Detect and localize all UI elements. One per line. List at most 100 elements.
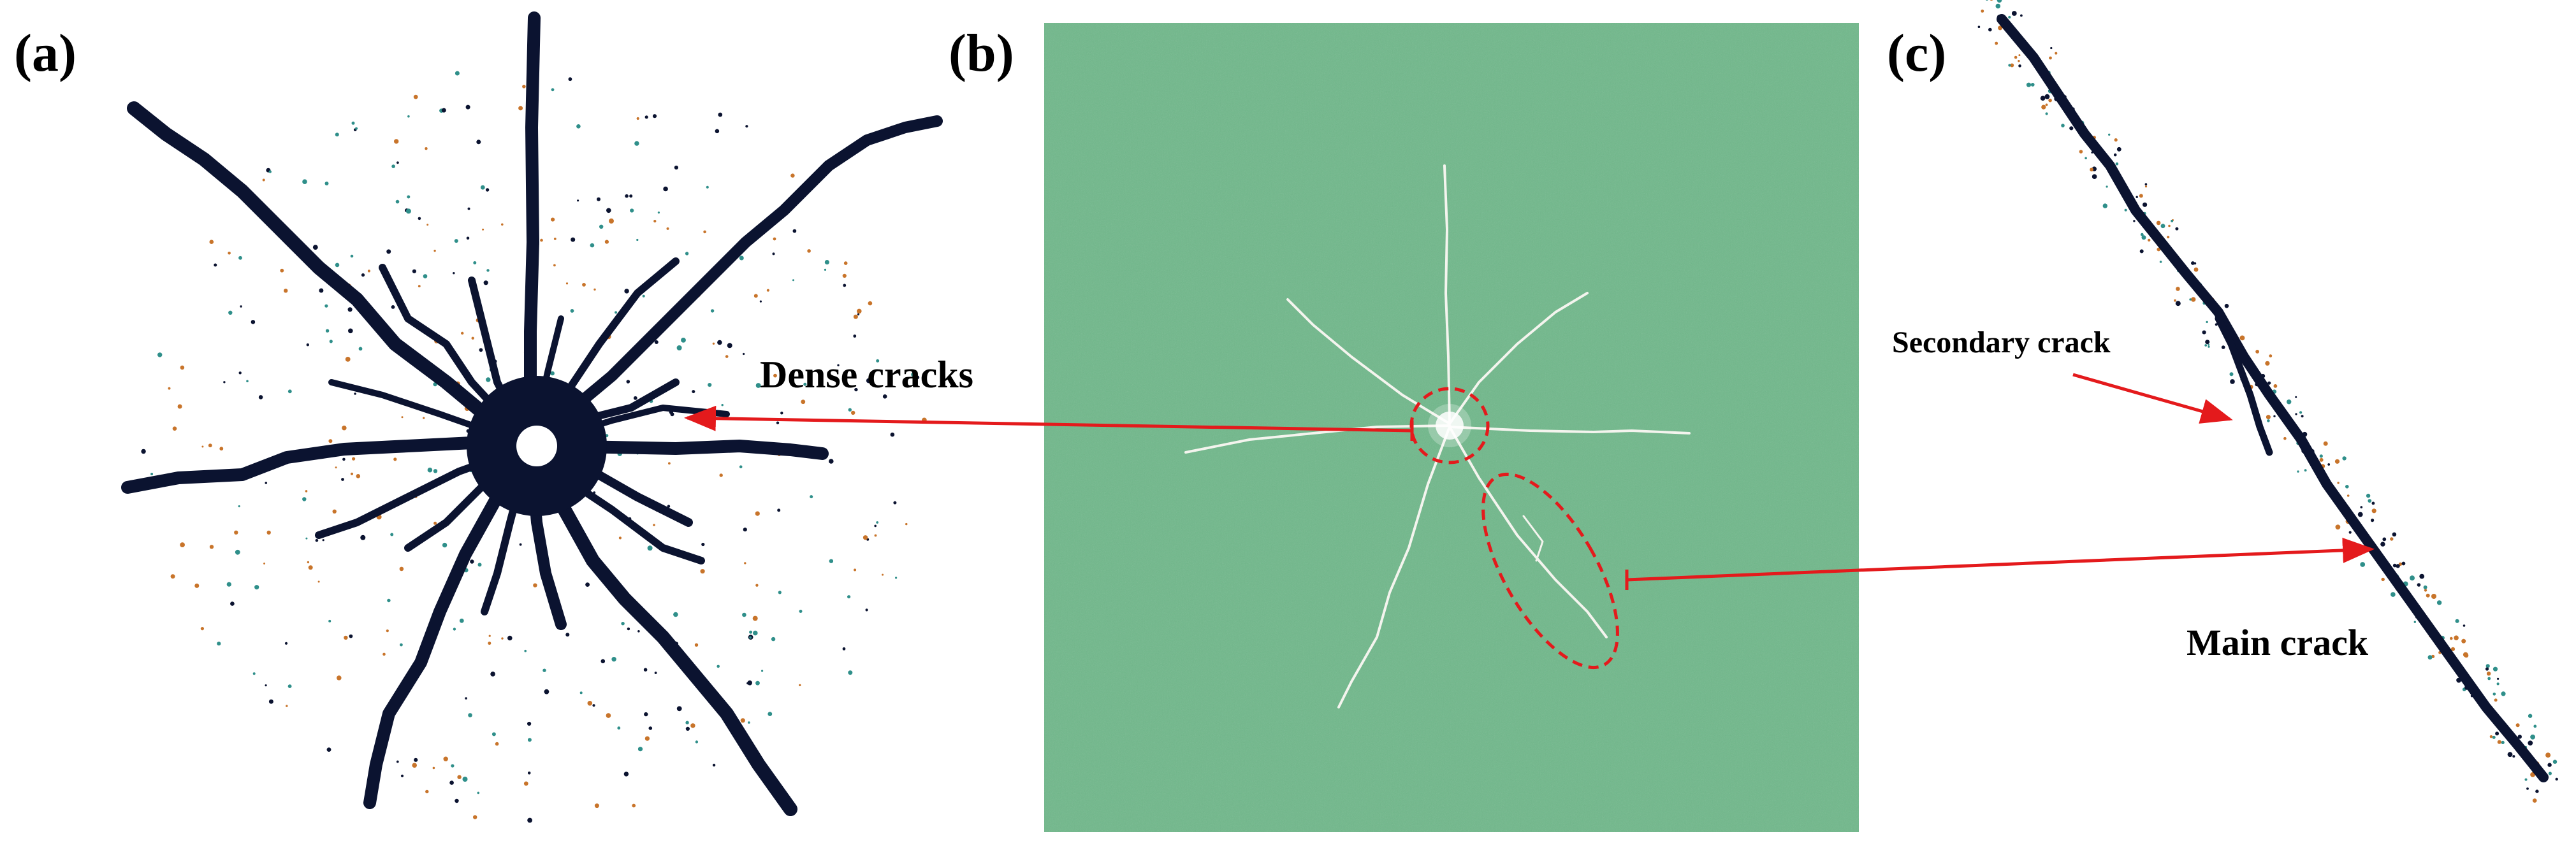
speckle-dot [2020, 14, 2023, 17]
speckle-dot [251, 320, 256, 324]
speckle-dot [718, 112, 723, 117]
speckle-dot [2426, 593, 2430, 598]
speckle-dot [847, 595, 851, 599]
speckle-dot [465, 697, 467, 700]
speckle-dot [1995, 41, 1998, 45]
speckle-dot [433, 521, 437, 525]
speckle-dot [2548, 772, 2552, 775]
speckle-dot [674, 165, 678, 170]
speckle-dot [2069, 126, 2074, 131]
speckle-dot [893, 501, 897, 505]
speckle-dot [141, 449, 146, 454]
speckle-dot [2334, 459, 2340, 464]
speckle-dot [719, 473, 723, 477]
speckle-dot [2533, 724, 2537, 728]
panel-b-core-glow [1436, 412, 1464, 440]
speckle-dot [2144, 183, 2148, 186]
speckle-dot [2171, 219, 2174, 222]
speckle-dot [654, 340, 659, 344]
speckle-dot [1981, 10, 1984, 13]
speckle-dot [393, 457, 397, 461]
speckle-dot [624, 289, 629, 294]
speckle-dot [642, 294, 645, 298]
speckle-dot [2517, 735, 2522, 739]
speckle-dot [315, 539, 319, 542]
speckle-dot [755, 680, 760, 686]
speckle-dot [2319, 454, 2323, 458]
speckle-dot [470, 559, 474, 564]
speckle-dot [479, 348, 483, 352]
speckle-dot [743, 528, 747, 532]
speckle-dot [2221, 345, 2225, 349]
speckle-dot [576, 124, 581, 129]
speckle-dot [590, 243, 595, 248]
speckle-dot [597, 197, 600, 201]
speckle-dot [341, 478, 344, 481]
speckle-dot [652, 114, 657, 119]
speckle-dot [319, 288, 324, 293]
speckle-dot [2124, 208, 2127, 212]
speckle-dot [882, 573, 884, 576]
speckle-dot [851, 410, 855, 415]
speckle-dot [172, 426, 177, 431]
speckle-dot [329, 340, 333, 343]
panel-b-core-glow-outer [1428, 404, 1471, 447]
speckle-dot [653, 524, 655, 526]
speckle-dot [773, 237, 776, 241]
speckle-dot [553, 264, 556, 267]
speckle-dot [2371, 508, 2376, 514]
speckle-dot [717, 665, 720, 668]
speckle-dot [2526, 787, 2529, 790]
speckle-dot [391, 305, 395, 309]
speckle-dot [483, 280, 488, 285]
speckle-dot [2348, 531, 2352, 534]
speckle-dot [599, 224, 604, 229]
speckle-dot [2045, 112, 2048, 115]
panel-label-a: (a) [14, 24, 76, 83]
speckle-dot [2360, 506, 2363, 508]
speckle-dot [2487, 677, 2491, 680]
panel-b-white-cracks [1184, 164, 1691, 708]
speckle-dot [570, 309, 574, 313]
speckle-dot [391, 164, 395, 168]
speckle-dot [490, 672, 495, 677]
speckle-dot [337, 675, 342, 680]
speckle-dot [636, 238, 639, 241]
speckle-dot [2011, 11, 2017, 16]
speckle-dot [2113, 153, 2117, 157]
crack-b-up [1443, 164, 1451, 425]
speckle-dot [335, 262, 340, 268]
speckle-dot [342, 426, 347, 431]
speckle-dot [857, 313, 860, 316]
speckle-dot [523, 781, 528, 786]
speckle-dot [501, 637, 504, 640]
speckle-dot [2159, 261, 2162, 263]
speckle-dot [2018, 54, 2021, 57]
crack-a-downleft [363, 440, 537, 809]
speckle-dot [235, 549, 240, 555]
speckle-dot [201, 445, 204, 448]
speckle-dot [2049, 56, 2052, 60]
speckle-dot [890, 432, 895, 437]
speckle-dot [882, 394, 887, 399]
speckle-dot [180, 542, 185, 547]
speckle-dot [2090, 168, 2094, 172]
speckle-dot [2040, 96, 2046, 101]
speckle-dot [461, 331, 464, 335]
crack-b-branch [1522, 515, 1544, 562]
speckle-dot [703, 230, 706, 234]
speckle-dot [768, 712, 773, 716]
speckle-dot [432, 766, 435, 770]
speckle-dot [865, 608, 868, 612]
speckle-dot [2392, 563, 2397, 568]
speckle-dot [2191, 297, 2196, 302]
speckle-dot [407, 115, 410, 118]
speckle-dot [824, 260, 829, 265]
speckle-dot [2266, 415, 2271, 420]
speckle-dot [2524, 778, 2528, 781]
speckle-dot [755, 511, 760, 516]
speckle-dot [382, 652, 386, 656]
speckle-dot [876, 521, 879, 524]
speckle-dot [746, 682, 749, 685]
